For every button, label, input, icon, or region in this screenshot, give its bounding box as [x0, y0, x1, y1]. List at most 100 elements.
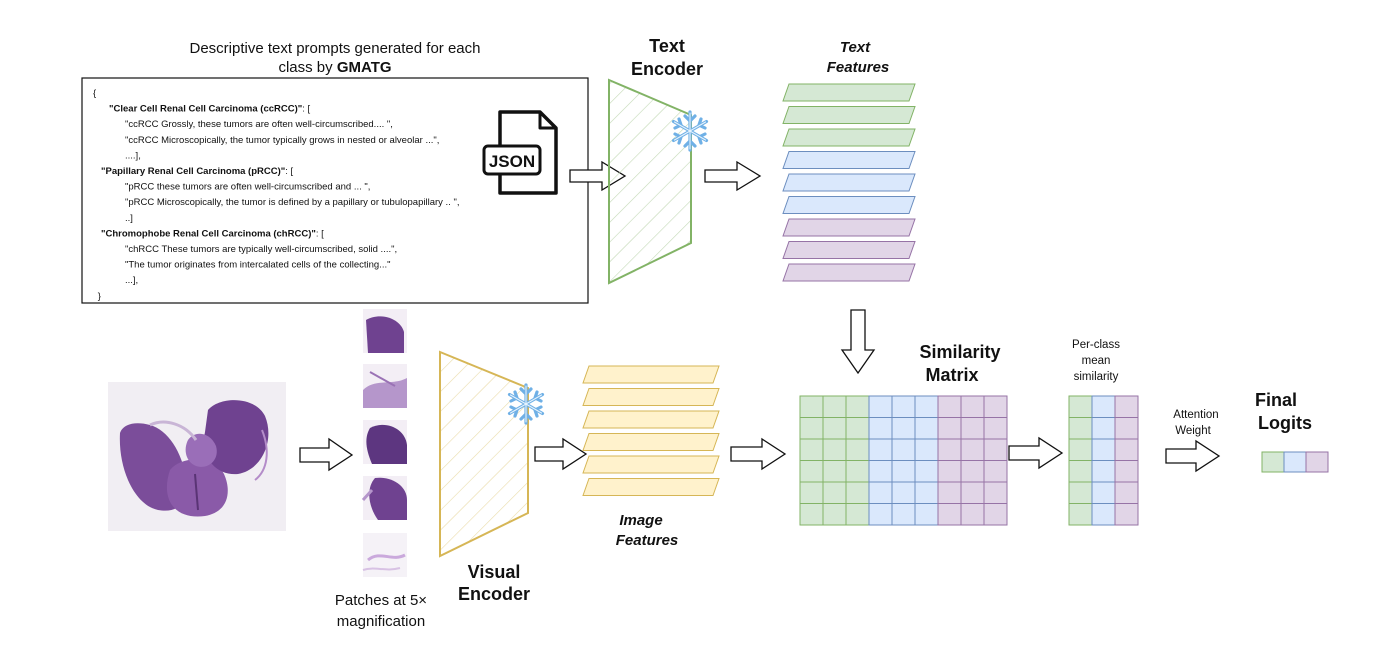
attention-label-line2: Weight — [1175, 425, 1211, 437]
matrix-cell — [983, 481, 1008, 504]
matrix-cell — [1068, 460, 1093, 483]
feature-slab — [782, 196, 916, 214]
final-logits-label-line2: Logits — [1258, 413, 1312, 433]
prompt-line: ...], — [125, 275, 138, 286]
logit-green — [1261, 451, 1285, 473]
matrix-cell — [868, 481, 893, 504]
whole-slide-image — [108, 382, 286, 531]
prompt-line: } — [98, 291, 101, 302]
matrix-cell — [937, 395, 962, 418]
matrix-cell — [845, 460, 870, 483]
arrow-image-features-to-matrix — [730, 437, 787, 471]
matrix-cell — [914, 503, 939, 526]
patch-3 — [363, 420, 407, 464]
final-logits-vector — [1261, 451, 1329, 473]
matrix-cell — [891, 395, 916, 418]
matrix-cell — [891, 481, 916, 504]
matrix-cell — [822, 438, 847, 461]
patches-label-line1: Patches at 5× — [335, 592, 427, 609]
patch-5 — [362, 533, 407, 577]
patches-label-line2: magnification — [337, 613, 425, 630]
feature-slab — [582, 410, 720, 429]
matrix-cell — [1114, 460, 1139, 483]
matrix-cell — [799, 503, 824, 526]
patch-tiles — [361, 309, 407, 577]
prompt-line: "pRCC these tumors are often well-circum… — [125, 182, 370, 193]
patch-2 — [363, 364, 407, 408]
per-class-label-line1: Per-class — [1072, 339, 1120, 351]
matrix-cell — [960, 481, 985, 504]
matrix-cell — [960, 395, 985, 418]
matrix-cell — [983, 395, 1008, 418]
matrix-cell — [983, 438, 1008, 461]
matrix-cell — [822, 417, 847, 440]
matrix-cell — [1091, 503, 1116, 526]
text-encoder-label-line2: Encoder — [631, 59, 703, 79]
matrix-cell — [960, 503, 985, 526]
image-features-stack — [582, 365, 720, 496]
text-encoder-shape — [608, 78, 692, 285]
matrix-cell — [845, 503, 870, 526]
feature-slab — [782, 263, 916, 282]
image-features-label-line2: Features — [616, 532, 679, 549]
matrix-cell — [914, 417, 939, 440]
matrix-cell — [868, 460, 893, 483]
matrix-cell — [983, 417, 1008, 440]
matrix-cell — [891, 503, 916, 526]
per-class-label-line2: mean — [1082, 355, 1111, 367]
matrix-cell — [822, 503, 847, 526]
matrix-cell — [868, 417, 893, 440]
similarity-matrix-grid — [799, 395, 1008, 526]
arrow-matrix-to-mean — [1008, 436, 1064, 470]
feature-slab — [582, 455, 720, 474]
prompt-json-lines: {"Clear Cell Renal Cell Carcinoma (ccRCC… — [93, 88, 459, 302]
per-class-mean-grid — [1068, 395, 1139, 526]
arrow-to-final-logits — [1165, 439, 1221, 473]
matrix-cell — [799, 460, 824, 483]
matrix-cell — [914, 481, 939, 504]
matrix-cell — [891, 417, 916, 440]
prompt-line: "Papillary Renal Cell Carcinoma (pRCC)":… — [101, 166, 294, 177]
prompt-title-line1: Descriptive text prompts generated for e… — [190, 40, 481, 57]
matrix-cell — [868, 503, 893, 526]
matrix-cell — [1114, 503, 1139, 526]
matrix-cell — [845, 438, 870, 461]
visual-encoder-label-line1: Visual — [468, 562, 521, 582]
matrix-cell — [1091, 417, 1116, 440]
prompt-line: { — [93, 88, 96, 99]
matrix-cell — [868, 395, 893, 418]
feature-slab — [782, 151, 916, 169]
prompt-title-line2: class by GMATG — [278, 59, 391, 76]
arrow-features-to-matrix — [840, 309, 876, 375]
matrix-cell — [1114, 417, 1139, 440]
prompt-line: "ccRCC Grossly, these tumors are often w… — [125, 119, 393, 130]
matrix-cell — [1068, 417, 1093, 440]
feature-slab — [582, 388, 720, 406]
matrix-cell — [983, 503, 1008, 526]
matrix-cell — [937, 503, 962, 526]
matrix-cell — [845, 395, 870, 418]
feature-slab — [782, 83, 916, 102]
text-features-label-line1: Text — [840, 39, 871, 56]
feature-slab — [582, 478, 720, 496]
matrix-cell — [845, 417, 870, 440]
prompt-line: "ccRCC Microscopically, the tumor typica… — [125, 135, 439, 146]
image-features-label-line1: Image — [619, 512, 662, 529]
matrix-cell — [1068, 395, 1093, 418]
matrix-cell — [914, 460, 939, 483]
feature-slab — [582, 433, 720, 451]
logit-purple — [1305, 451, 1329, 473]
prompt-line: ....], — [125, 150, 141, 161]
text-encoder-label-line1: Text — [649, 36, 685, 56]
matrix-cell — [937, 438, 962, 461]
final-logits-label-line1: Final — [1255, 390, 1297, 410]
matrix-cell — [914, 438, 939, 461]
matrix-cell — [1114, 395, 1139, 418]
matrix-cell — [1091, 438, 1116, 461]
prompt-line: "Chromophobe Renal Cell Carcinoma (chRCC… — [101, 228, 324, 239]
matrix-cell — [822, 481, 847, 504]
similarity-matrix-label-line2: Matrix — [925, 365, 978, 385]
matrix-cell — [960, 438, 985, 461]
matrix-cell — [799, 395, 824, 418]
